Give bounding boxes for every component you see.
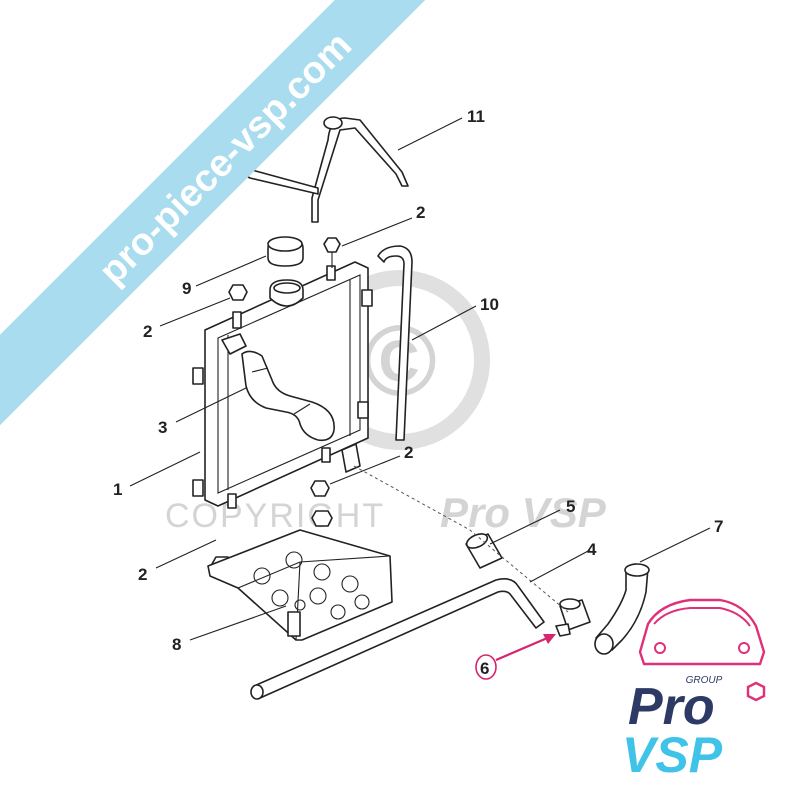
callout-9: 9 [182, 279, 191, 298]
callout-2-left: 2 [143, 322, 152, 341]
watermark-banner-strip [0, 0, 491, 431]
part-10-hose [377, 245, 413, 441]
callout-1: 1 [113, 480, 122, 499]
hexagon-icon [746, 681, 766, 702]
watermark-banner-text: pro-piece-vsp.com [91, 24, 360, 293]
highlight-arrow [495, 634, 553, 662]
part-6-highlight: 6 [475, 634, 556, 680]
logo-group-text: GROUP [686, 675, 723, 686]
callout-2-mid: 2 [404, 443, 413, 462]
brand-logo: GROUP Pro VSP [622, 598, 766, 783]
part-4-pipe [250, 578, 591, 700]
alignment-line [353, 465, 569, 613]
copyright-watermark: © COPYRIGHT Pro VSP [165, 270, 607, 536]
callout-7: 7 [714, 517, 723, 536]
logo-vsp-text: VSP [622, 727, 723, 783]
part-7-elbow-hose [594, 563, 650, 655]
copyright-brand: Pro VSP [440, 489, 607, 536]
callout-2-top: 2 [416, 203, 425, 222]
copyright-text: COPYRIGHT [165, 497, 385, 535]
part-5-sleeve [465, 533, 503, 569]
car-outline-icon [638, 598, 766, 666]
callout-labels: 11 2 9 2 10 3 2 1 5 4 7 2 8 [113, 107, 723, 654]
part-3-radiator-hose [241, 350, 335, 442]
leader-lines [129, 117, 711, 641]
part-2-nut-top [323, 237, 341, 268]
callout-10: 10 [480, 295, 499, 314]
logo-pro-text: Pro [628, 678, 715, 736]
callout-4: 4 [587, 540, 597, 559]
callout-3: 3 [158, 418, 167, 437]
callout-5: 5 [566, 497, 575, 516]
callout-11: 11 [467, 107, 485, 126]
callout-6: 6 [480, 659, 489, 678]
callout-2-bottom: 2 [138, 565, 147, 584]
part-2-nut-mid [310, 480, 330, 497]
part-8-bracket [207, 529, 393, 641]
part-2-nut-left [228, 284, 248, 301]
highlight-arrowhead [543, 634, 556, 644]
highlight-ring [475, 654, 497, 680]
part-1-radiator [192, 261, 373, 509]
part-9-filler-cap [267, 236, 304, 267]
callout-8: 8 [172, 635, 181, 654]
